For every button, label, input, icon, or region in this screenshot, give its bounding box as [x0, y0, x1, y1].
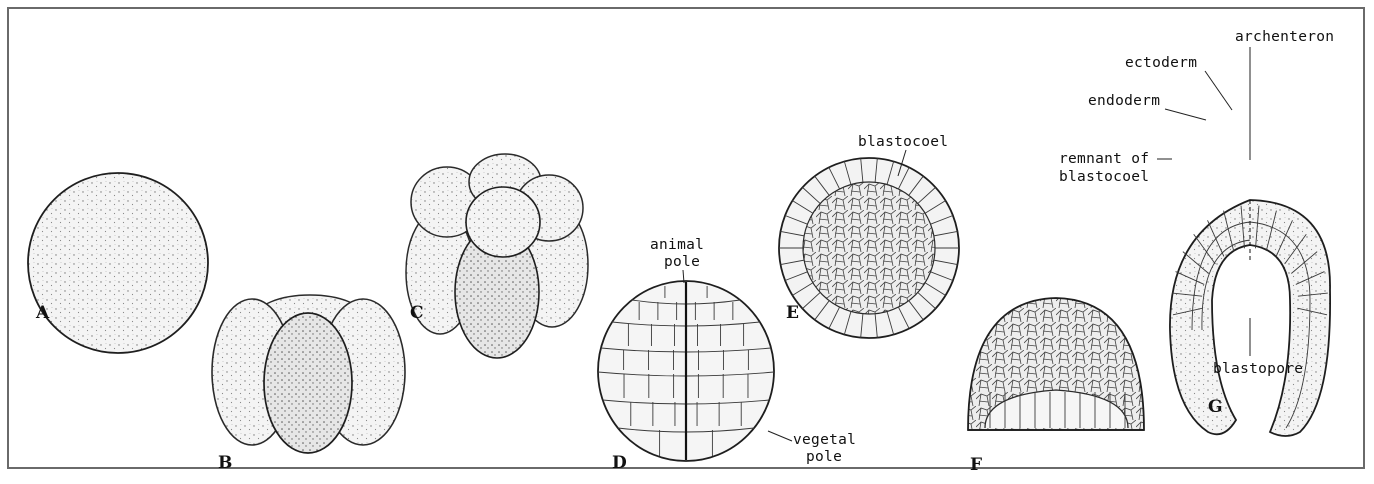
panel-letter-b: B	[218, 453, 232, 473]
label-blastocoel: blastocoel	[858, 134, 948, 150]
label-animal-pole-line2: pole	[664, 254, 700, 270]
label-vegetal-pole-line2: pole	[806, 449, 842, 465]
leader-endoderm	[1165, 109, 1206, 120]
panel-letter-g: G	[1208, 397, 1223, 417]
panel-letter-f: F	[970, 455, 982, 475]
panel-f-early-gastrula	[968, 298, 1144, 430]
panel-letter-e: E	[786, 303, 799, 323]
panel-e-blastula-section	[779, 158, 959, 338]
label-endoderm: endoderm	[1088, 93, 1160, 109]
label-archenteron: archenteron	[1235, 29, 1334, 45]
label-vegetal-pole-line1: vegetal	[793, 432, 856, 448]
panel-a-zygote	[28, 173, 208, 353]
leader-vegetal-pole	[768, 431, 792, 441]
panel-d-morula	[598, 281, 774, 461]
label-remnant-line2: blastocoel	[1059, 169, 1149, 185]
panel-letter-c: C	[410, 303, 424, 323]
label-remnant-line1: remnant of	[1059, 151, 1149, 167]
panel-letter-d: D	[612, 453, 627, 473]
leader-ectoderm	[1205, 71, 1232, 110]
label-ectoderm: ectoderm	[1125, 55, 1197, 71]
panel-c-eight-cell	[406, 154, 588, 358]
label-animal-pole-line1: animal	[650, 237, 704, 253]
panel-b-four-cell	[212, 295, 405, 453]
label-blastopore: blastopore	[1213, 361, 1303, 377]
panel-letter-a: A	[35, 303, 50, 323]
